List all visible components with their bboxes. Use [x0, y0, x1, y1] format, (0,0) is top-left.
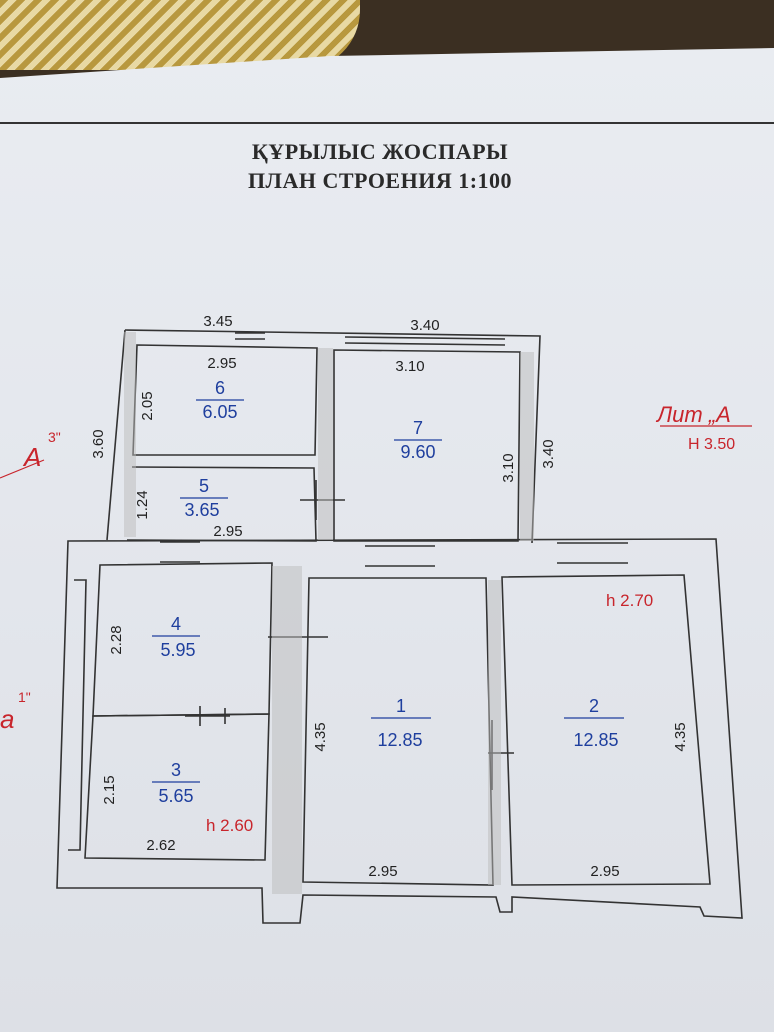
- room-3-number: 3: [171, 760, 181, 780]
- marker-a1-sup: 1": [18, 689, 31, 705]
- title-kazakh: ҚҰРЫЛЫС ЖОСПАРЫ: [251, 139, 509, 164]
- dim-room3-width: 2.62: [146, 837, 175, 854]
- room-2-area: 12.85: [573, 730, 618, 750]
- room-6-area: 6.05: [202, 402, 237, 422]
- dim-top-right: 3.40: [410, 317, 439, 334]
- walls: [56, 329, 743, 924]
- room-3-area: 5.65: [158, 786, 193, 806]
- dim-room4-height: 2.28: [108, 625, 125, 654]
- room-7-number: 7: [413, 418, 423, 438]
- dim-room5-height: 1.24: [134, 490, 151, 519]
- room-5-number: 5: [199, 476, 209, 496]
- room-5-area: 3.65: [184, 500, 219, 520]
- room-1-area: 12.85: [377, 730, 422, 750]
- dim-room7-width: 3.10: [395, 358, 424, 375]
- dim-left-upper: 3.60: [90, 429, 107, 458]
- dimension-labels: 3.45 3.40 2.95 3.10 2.05 3.60 3.10 3.40 …: [90, 313, 689, 880]
- dim-room2-width: 2.95: [590, 863, 619, 880]
- room-2-number: 2: [589, 696, 599, 716]
- dim-room1-height: 4.35: [312, 722, 329, 751]
- room-3-outline: [84, 713, 270, 861]
- dim-room7-outer-height: 3.40: [540, 439, 557, 468]
- dim-room3-height: 2.15: [101, 775, 118, 804]
- room-4-area: 5.95: [160, 640, 195, 660]
- room-7-area: 9.60: [400, 442, 435, 462]
- header-rule: [0, 122, 774, 124]
- dim-room7-inner-height: 3.10: [500, 453, 517, 482]
- dim-room2-height: 4.35: [672, 722, 689, 751]
- lit-height: H 3.50: [688, 436, 735, 453]
- room-1-number: 1: [396, 696, 406, 716]
- room2-ceiling-height: h 2.70: [606, 591, 653, 610]
- dim-room6-width: 2.95: [207, 355, 236, 372]
- room-4-number: 4: [171, 614, 181, 634]
- red-annotations: Лит „А H 3.50 h 2.70 h 2.60 А 3" а 1": [0, 402, 752, 835]
- dim-room5-width: 2.95: [213, 523, 242, 540]
- marker-a3-sup: 3": [48, 429, 61, 445]
- room-labels: 6 6.05 7 9.60 5 3.65 4 5.95 3 5.65 1 12.…: [152, 378, 624, 806]
- dim-top-left: 3.45: [203, 313, 232, 330]
- marker-a3: А: [22, 442, 41, 472]
- dim-room6-height: 2.05: [139, 391, 156, 420]
- wall-shading: [124, 332, 534, 894]
- dim-room1-width: 2.95: [368, 863, 397, 880]
- lit-label: Лит „А: [655, 402, 731, 427]
- room-2-outline: [501, 574, 711, 886]
- room3-ceiling-height: h 2.60: [206, 816, 253, 835]
- marker-a1: а: [0, 704, 14, 734]
- title-russian: ПЛАН СТРОЕНИЯ 1:100: [247, 168, 513, 193]
- room-7-outline: [333, 349, 521, 542]
- room-6-number: 6: [215, 378, 225, 398]
